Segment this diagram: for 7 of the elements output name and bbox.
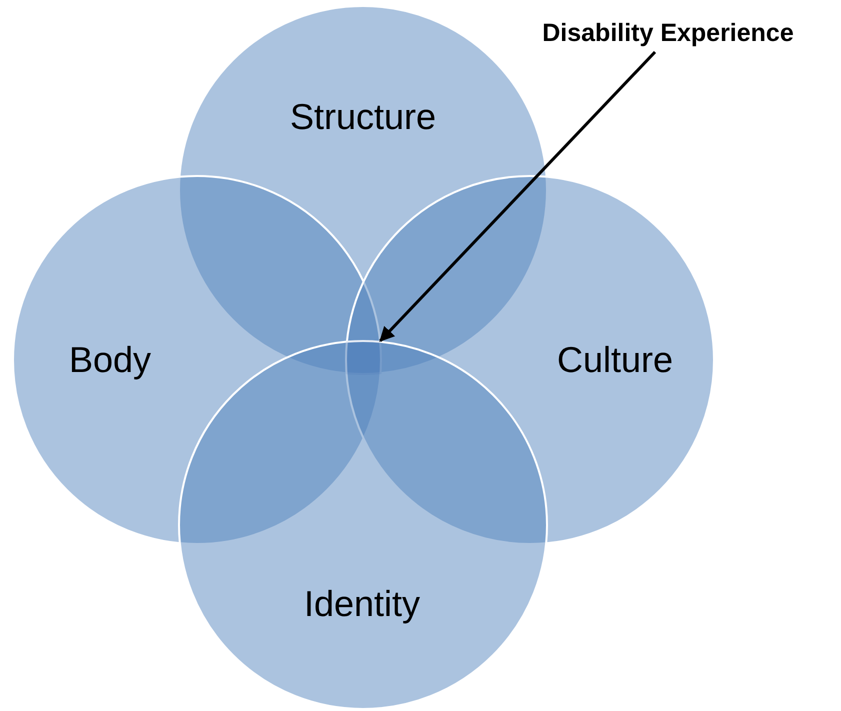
circle-label: Body <box>68 342 152 378</box>
circle-label: Culture <box>556 342 674 378</box>
callout-text: Disability Experience <box>542 18 794 50</box>
overlap-region <box>345 340 382 375</box>
circle-label: Structure <box>290 99 436 135</box>
circle-label: Identity <box>304 586 420 622</box>
leader-arrow <box>379 50 656 342</box>
